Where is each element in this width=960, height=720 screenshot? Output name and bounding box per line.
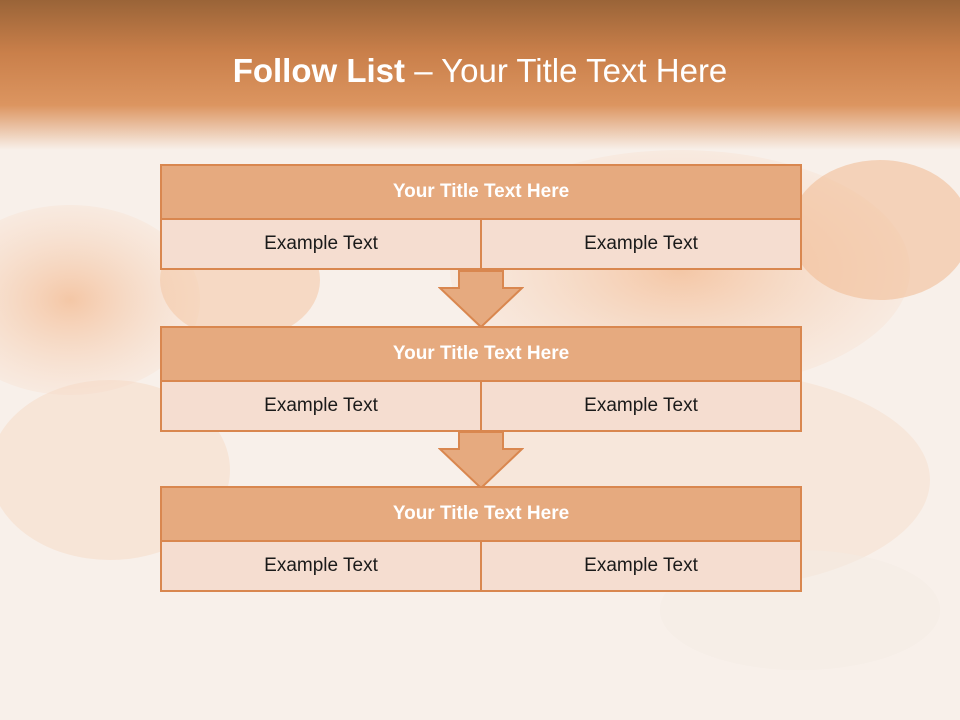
block-cell-right: Example Text [482, 382, 802, 432]
down-arrow-icon [438, 431, 524, 489]
block-cell-right: Example Text [482, 220, 802, 270]
block-cell-left: Example Text [160, 382, 482, 432]
block-title: Your Title Text Here [160, 164, 802, 220]
slide-title-bold: Follow List [232, 52, 406, 89]
block-row: Example Text Example Text [160, 542, 802, 592]
block-title: Your Title Text Here [160, 326, 802, 382]
slide-title-rest: – Your Title Text Here [405, 52, 728, 89]
block-row: Example Text Example Text [160, 220, 802, 270]
block-cell-right: Example Text [482, 542, 802, 592]
list-block-3: Your Title Text Here Example Text Exampl… [160, 486, 802, 592]
block-cell-left: Example Text [160, 542, 482, 592]
list-block-1: Your Title Text Here Example Text Exampl… [160, 164, 802, 270]
list-block-2: Your Title Text Here Example Text Exampl… [160, 326, 802, 432]
title-band [0, 0, 960, 150]
slide-title: Follow List – Your Title Text Here [0, 52, 960, 90]
down-arrow-icon [438, 270, 524, 328]
block-cell-left: Example Text [160, 220, 482, 270]
block-title: Your Title Text Here [160, 486, 802, 542]
block-row: Example Text Example Text [160, 382, 802, 432]
